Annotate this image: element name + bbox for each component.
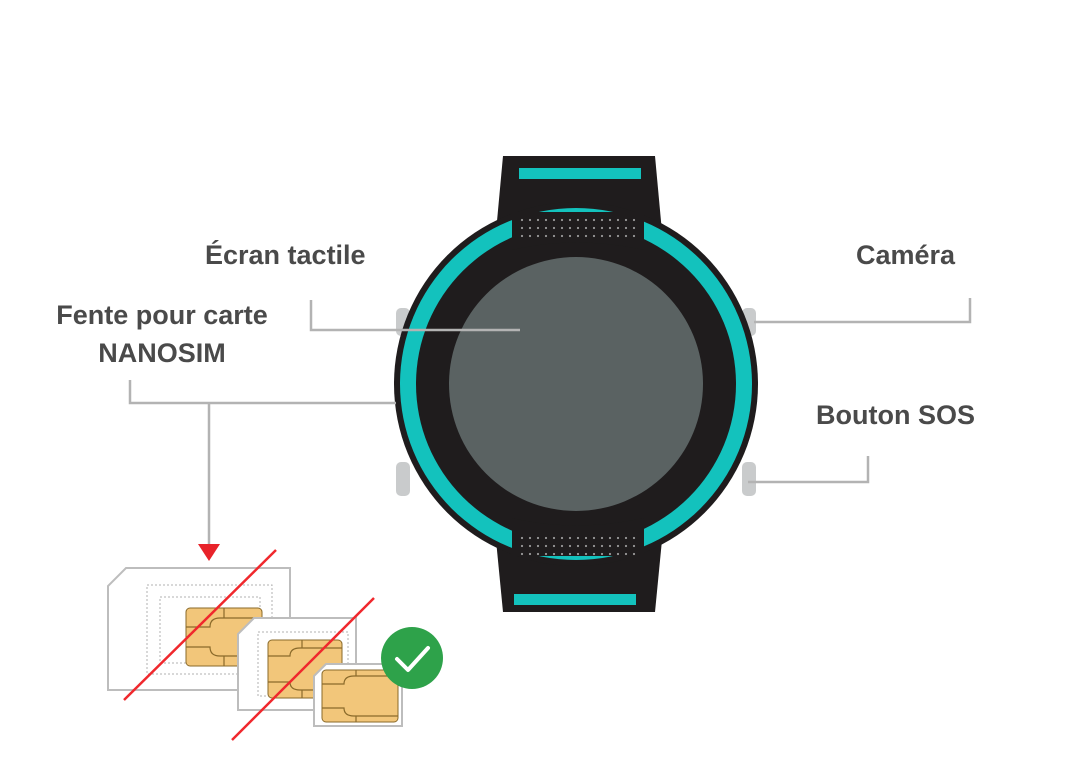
lug-bottom — [512, 518, 644, 556]
leader-screen — [309, 300, 520, 332]
lug-top — [512, 212, 644, 250]
check-circle-icon — [381, 627, 443, 689]
cross-out-lines — [123, 549, 375, 741]
label-sim-line2: NANOSIM — [98, 338, 226, 368]
label-touch-screen: Écran tactile — [205, 240, 366, 270]
label-sos-button: Bouton SOS — [816, 400, 975, 430]
label-sim-slot: Fente pour carte NANOSIM — [44, 296, 280, 372]
touch-screen — [449, 257, 703, 511]
leader-sos — [748, 456, 870, 484]
label-camera: Caméra — [856, 240, 956, 270]
label-sim-line1: Fente pour carte — [56, 300, 268, 330]
leader-lines — [128, 298, 972, 545]
leader-sim — [128, 380, 396, 405]
sim-card-nano — [313, 663, 403, 727]
watch-case — [394, 202, 758, 566]
arrow-down-icon — [198, 544, 220, 561]
leader-camera — [754, 298, 972, 324]
